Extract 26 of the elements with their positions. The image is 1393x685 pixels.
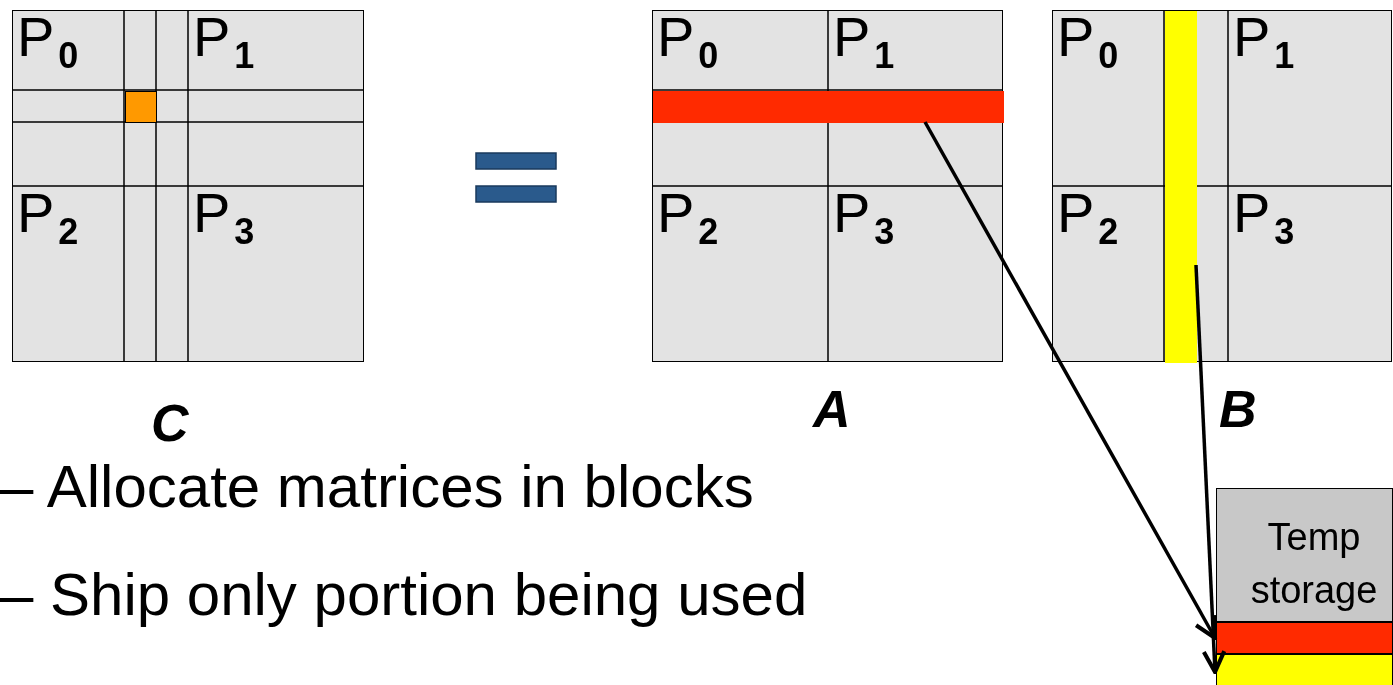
matrix-label: A (813, 379, 851, 439)
arrow (923, 121, 1218, 641)
block-label: P$_{1}$ (193, 9, 255, 74)
block-label: P$_{0}$ (657, 9, 719, 74)
block-label: P$_{1}$ (833, 9, 895, 74)
matrix-cell (125, 91, 157, 123)
bullet-text: – Ship only portion being used (0, 560, 808, 629)
block-label: P$_{2}$ (657, 185, 719, 250)
storage-label: Temp storage (1249, 515, 1379, 614)
arrow (1194, 264, 1227, 675)
block-label: P$_{0}$ (17, 9, 79, 74)
storage-strip (1216, 622, 1393, 654)
storage-box (1216, 488, 1393, 622)
block-label: P$_{1}$ (1233, 9, 1295, 74)
block-label: P$_{3}$ (833, 185, 895, 250)
block-label: P$_{0}$ (1057, 9, 1119, 74)
bullet-text: – Allocate matrices in blocks (0, 452, 754, 521)
matrix-label: B (1219, 379, 1257, 439)
matrix-label: C (151, 393, 189, 453)
block-label: P$_{3}$ (193, 185, 255, 250)
matrix-row (653, 91, 1004, 123)
block-label: P$_{2}$ (1057, 185, 1119, 250)
storage-strip (1216, 654, 1393, 685)
matrix-column (1165, 11, 1197, 363)
block-label: P$_{3}$ (1233, 185, 1295, 250)
block-label: P$_{2}$ (17, 185, 79, 250)
